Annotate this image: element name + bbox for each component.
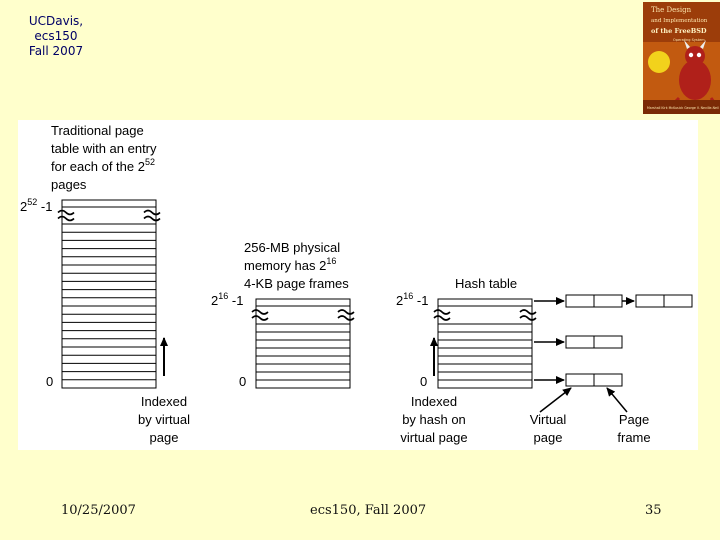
traditional-caption-line: for each of the 2	[51, 159, 145, 174]
physical-table-rows	[251, 298, 355, 389]
traditional-arrow-caption: Indexed by virtual page	[138, 394, 190, 445]
hash-caption: Hash table	[455, 276, 517, 291]
chain-entry-page-frame	[593, 335, 623, 349]
svg-text:Virtual: Virtual	[530, 412, 567, 427]
page-table-diagram: Traditional page table with an entry for…	[20, 123, 693, 445]
svg-text:Page: Page	[619, 412, 649, 427]
slide-number: 35	[645, 503, 662, 518]
traditional-caption-line: table with an entry	[51, 141, 157, 156]
break-mark-icon	[57, 209, 75, 222]
svg-text:by hash on: by hash on	[402, 412, 466, 427]
virtual-page-label: Virtual page	[530, 412, 567, 445]
hash-table-rows	[433, 298, 537, 389]
svg-text:page: page	[150, 430, 179, 445]
chain-entry-page-frame	[663, 294, 693, 308]
course-header: UCDavis, ecs150 Fall 2007	[6, 14, 106, 59]
svg-text:memory has 216: memory has 216	[244, 256, 336, 273]
svg-text:frame: frame	[617, 430, 650, 445]
chain-entry-virtual-page	[565, 294, 595, 308]
hash-top-index: 216 -1	[396, 291, 428, 308]
course-term: Fall 2007	[28, 44, 84, 58]
traditional-bottom-index: 0	[46, 374, 53, 389]
chain-entry-virtual-page	[565, 335, 595, 349]
traditional-table-rows	[57, 199, 161, 389]
hash-table: Hash table 216 -1 0 Indexed by hash on v…	[396, 276, 693, 445]
physical-memory-table: 256-MB physical memory has 216 4-KB page…	[211, 240, 355, 389]
hash-top-row	[437, 298, 533, 307]
svg-text:page: page	[534, 430, 563, 445]
book-cover-image: The Design and Implementation of the Fre…	[643, 2, 720, 114]
book-badge-icon	[648, 51, 670, 73]
svg-text:virtual page: virtual page	[400, 430, 467, 445]
page-frame-pointer-arrow	[606, 387, 628, 413]
chain-entry-virtual-page	[635, 294, 665, 308]
book-cover-art: The Design and Implementation of the Fre…	[643, 2, 720, 114]
book-authors: Marshall Kirk McKusick George V. Neville…	[647, 106, 719, 110]
traditional-caption: Traditional page table with an entry for…	[51, 123, 157, 192]
traditional-caption-sup: 52	[145, 157, 155, 167]
traditional-caption-line: pages	[51, 177, 87, 192]
virtual-page-pointer-arrow	[539, 387, 572, 413]
svg-text:by virtual: by virtual	[138, 412, 190, 427]
chain-entry-page-frame	[593, 373, 623, 387]
traditional-page-table: Traditional page table with an entry for…	[20, 123, 190, 445]
traditional-caption-line: Traditional page	[51, 123, 144, 138]
course-title: UCDavis, ecs150	[28, 14, 84, 43]
svg-text:4-KB page frames: 4-KB page frames	[244, 276, 349, 291]
hash-arrow-caption: Indexed by hash on virtual page	[400, 394, 467, 445]
svg-text:Indexed: Indexed	[141, 394, 187, 409]
break-mark-icon	[433, 309, 451, 321]
hash-chain-entries	[534, 294, 693, 387]
svg-text:256-MB physical: 256-MB physical	[244, 240, 340, 255]
book-title-line: Operating System	[673, 38, 705, 42]
break-mark-icon	[337, 309, 355, 321]
physical-bottom-index: 0	[239, 374, 246, 389]
page-frame-label: Page frame	[617, 412, 650, 445]
physical-top-row	[255, 298, 351, 307]
break-mark-icon	[143, 209, 161, 222]
figure-panel: Traditional page table with an entry for…	[18, 120, 698, 450]
hash-bottom-index: 0	[420, 374, 427, 389]
svg-text:for each of the 252: for each of the 252	[51, 157, 155, 174]
footer-date: 10/25/2007	[61, 503, 136, 518]
traditional-top-index: 252 -1	[20, 197, 52, 214]
traditional-top-row	[61, 199, 157, 208]
physical-caption: 256-MB physical memory has 216 4-KB page…	[244, 240, 349, 291]
physical-top-index: 216 -1	[211, 291, 243, 308]
book-title-line: of the FreeBSD	[651, 27, 707, 35]
book-title-line: and Implementation	[651, 18, 708, 24]
chain-entry-virtual-page	[565, 373, 595, 387]
footer-course: ecs150, Fall 2007	[310, 503, 427, 518]
chain-entry-page-frame	[593, 294, 623, 308]
svg-text:Indexed: Indexed	[411, 394, 457, 409]
book-title-line: The Design	[651, 6, 692, 14]
break-mark-icon	[251, 309, 269, 321]
break-mark-icon	[519, 309, 537, 321]
